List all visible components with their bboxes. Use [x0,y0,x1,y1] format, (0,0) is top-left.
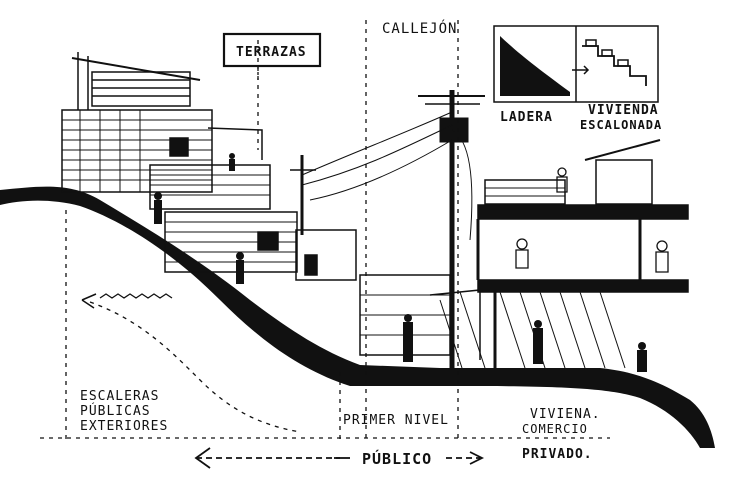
label-terrazas: TERRAZAS [236,45,307,60]
label-vivienda-1: VIVIENDA [588,103,659,118]
zigzag-stairs [99,293,173,299]
left-arrow-curve [81,293,97,309]
people [154,153,647,372]
people-outline [515,167,669,273]
label-ladera: LADERA [500,110,553,125]
dashed-lines [40,20,610,440]
inset-diagram [493,25,659,103]
left-houses [61,52,481,360]
label-vivienda-comercio-1: VIVIENA. [530,407,601,422]
label-vivienda-2: ESCALONADA [580,118,662,132]
label-callejon: CALLEJÓN [382,19,457,37]
right-house [439,139,689,369]
label-escaleras-2: PÚBLICAS [80,403,151,419]
label-vivienda-comercio-2: COMERCIO [522,422,588,436]
label-escaleras-1: ESCALERAS [80,389,159,404]
label-publico: PÚBLICO [362,449,432,468]
utility-poles [290,90,485,370]
label-privado: PRIVADO. [522,447,593,462]
terrazas-box [222,32,322,68]
label-primer-nivel: PRIMER NIVEL [343,413,449,428]
label-escaleras-3: EXTERIORES [80,419,168,434]
bottom-arrows [194,447,485,469]
